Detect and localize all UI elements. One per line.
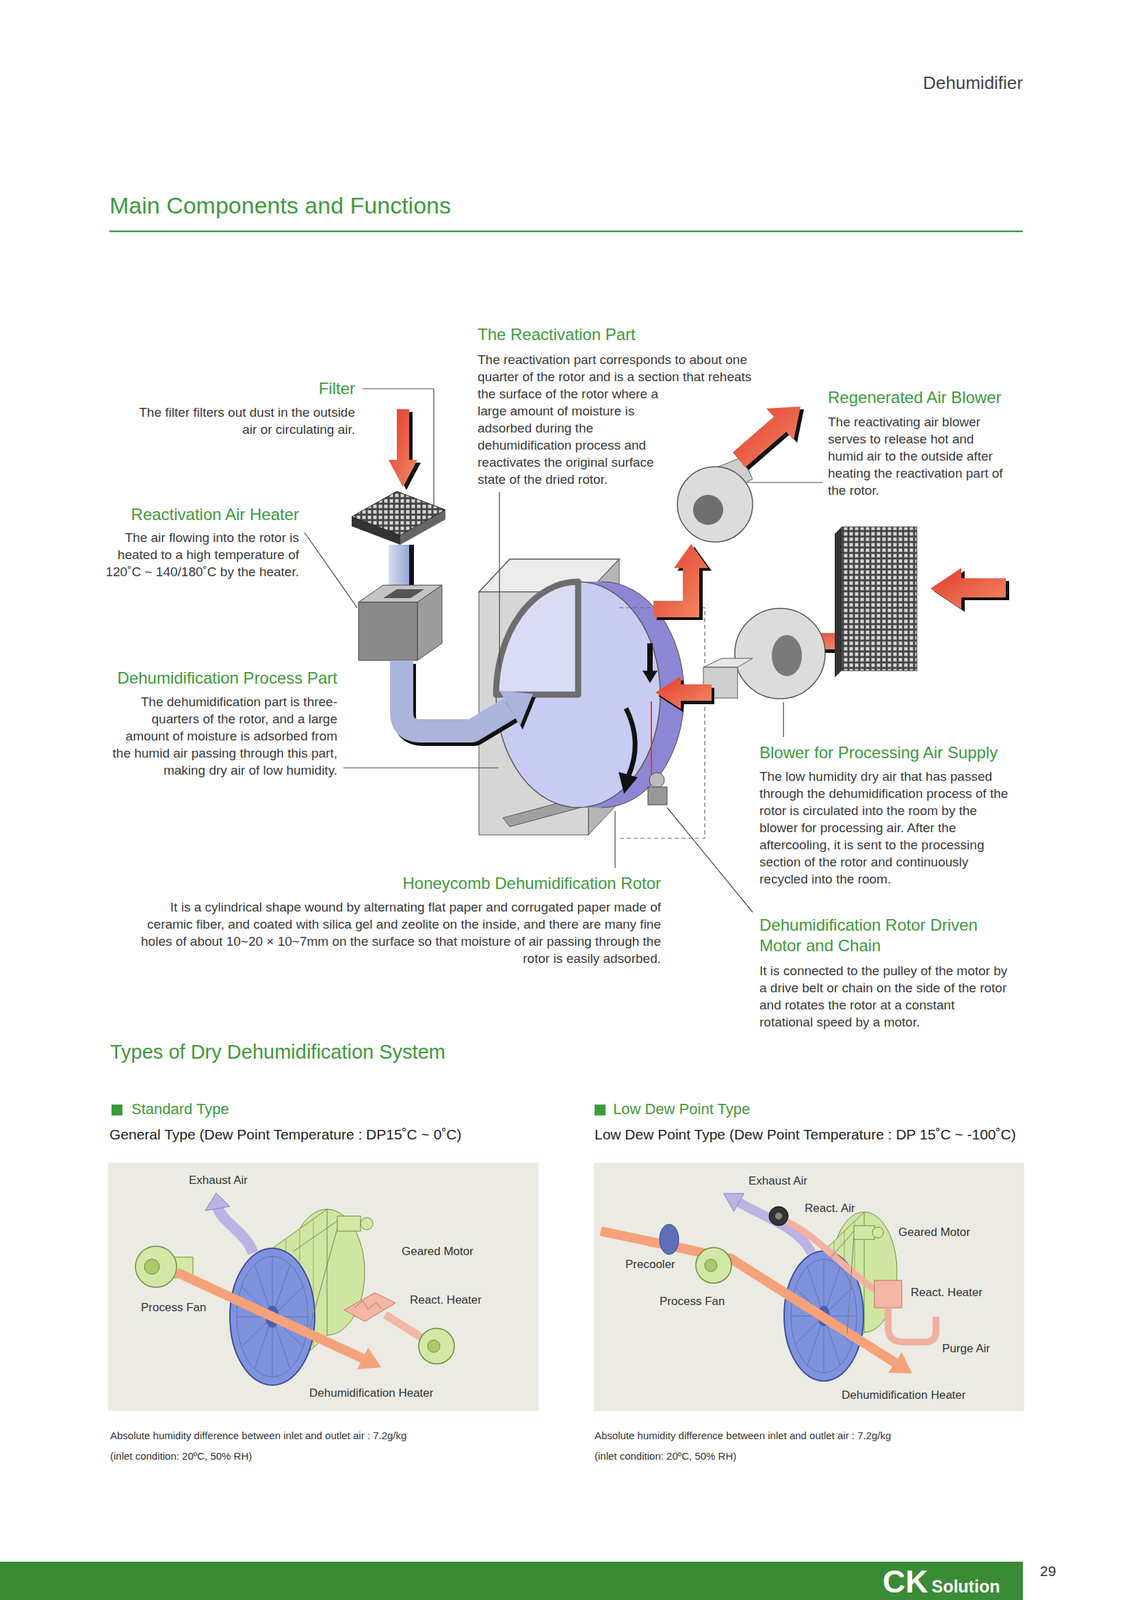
callout-heading: Filter: [218, 378, 356, 399]
page-title: Main Components and Functions: [109, 191, 451, 220]
logo-text: Solution: [931, 1577, 1000, 1595]
system-panel: Exhaust AirGeared MotorProcess Fan React.…: [108, 1162, 539, 1411]
bullet-square: [594, 1104, 606, 1116]
footnote: Absolute humidity difference between inl…: [110, 1425, 429, 1467]
reactivation-duct: [401, 660, 536, 735]
title-rule: [109, 230, 1023, 233]
callout-body: The dehumidification part is three-quart…: [111, 693, 338, 779]
type-subtitle: Low Dew Point Type (Dew Point Temperatur…: [594, 1125, 1017, 1143]
part-label: Process Fan: [659, 1293, 725, 1309]
heater-figure: [358, 544, 442, 661]
outside-air-filter: [834, 526, 1010, 678]
callout-heading: Blower for Processing Air Supply: [759, 742, 998, 763]
part-label: Dehumidification Heater: [841, 1387, 966, 1403]
part-label: Exhaust Air: [188, 1172, 248, 1188]
callout-heading: Honeycomb Dehumidification Rotor: [250, 873, 661, 894]
reactivation-air-arrows: [653, 406, 804, 620]
callout-heading: The Reactivation Part: [477, 324, 636, 345]
footer-band: CKSolution: [0, 1561, 1023, 1600]
type-subtitle: General Type (Dew Point Temperature : DP…: [109, 1125, 462, 1143]
process-air-blower: [642, 608, 839, 713]
type-heading: Standard Type: [131, 1100, 230, 1118]
part-label: Purge Air: [942, 1341, 991, 1357]
part-label: React. Heater: [910, 1284, 983, 1300]
part-label: Exhaust Air: [748, 1173, 808, 1189]
part-label: Geared Motor: [898, 1224, 971, 1240]
section-heading: Types of Dry Dehumidification System: [110, 1040, 446, 1064]
page-number: 29: [1040, 1562, 1056, 1580]
callout-body: The low humidity dry air that has passed…: [759, 767, 1010, 888]
callout-heading: Regenerated Air Blower: [827, 387, 1001, 408]
callout-body: The reactivating air blower serves to re…: [827, 413, 1012, 499]
part-label: Precooler: [625, 1256, 676, 1272]
bullet-square: [111, 1104, 123, 1116]
part-label: Process Fan: [140, 1300, 206, 1316]
standard-system-illustration: [108, 1162, 539, 1411]
callout-body: The air flowing into the rotor is heated…: [100, 528, 299, 581]
honeycomb-rotor: [496, 581, 705, 839]
footnote: Absolute humidity difference between inl…: [594, 1425, 913, 1467]
callout-heading: Dehumidification Process Part: [36, 667, 338, 689]
regenerated-air-blower: [677, 457, 753, 542]
part-label: Geared Motor: [401, 1243, 474, 1259]
drive-motor: [647, 701, 668, 805]
callout-body: The filter filters out dust in the outsi…: [136, 403, 356, 438]
part-label: Dehumidification Heater: [309, 1385, 434, 1401]
part-label: React. Heater: [409, 1292, 482, 1308]
callout-body: It is connected to the pulley of the mot…: [759, 962, 1010, 1031]
callout-heading: Dehumidification Rotor Driven Motor and …: [759, 914, 1020, 956]
logo-text: CK: [882, 1565, 928, 1597]
part-label: React. Air: [804, 1200, 856, 1216]
filter-figure: [351, 491, 446, 545]
callout-body: The reactivation part corresponds to abo…: [477, 351, 765, 488]
callout-heading: Reactivation Air Heater: [25, 504, 299, 525]
type-heading: Low Dew Point Type: [613, 1100, 750, 1118]
filter-inlet-arrow: [388, 409, 421, 490]
section-header: Dehumidifier: [817, 72, 1023, 94]
system-panel: Exhaust AirReact. AirGeared MotorPrecool…: [593, 1162, 1025, 1411]
callout-body: It is a cylindrical shape wound by alter…: [134, 898, 661, 967]
wrap-spacer: [665, 385, 765, 487]
